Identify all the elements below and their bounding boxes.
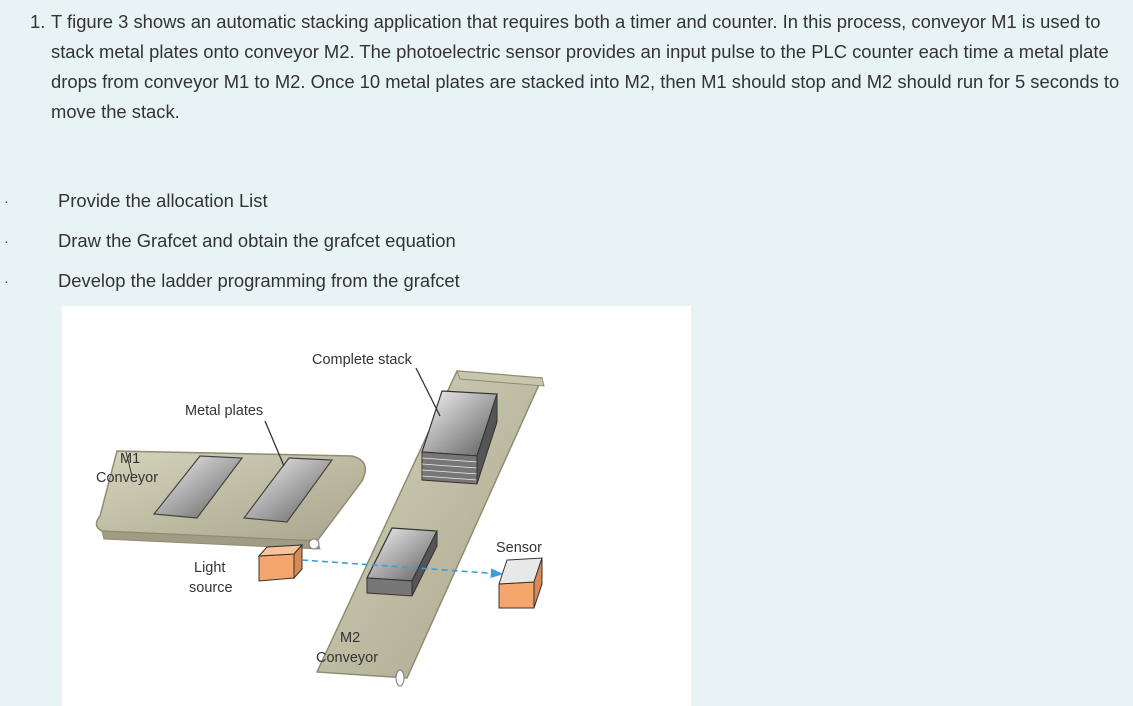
stacking-figure: Complete stack Metal plates M1 Conveyor … bbox=[62, 306, 691, 706]
label-m1: M1 bbox=[120, 451, 140, 467]
metal-plate bbox=[242, 457, 334, 523]
question-number: 1. bbox=[30, 11, 46, 32]
bullet: · bbox=[4, 193, 9, 209]
label-conveyor-m2: Conveyor bbox=[316, 650, 378, 666]
task-item: · Provide the allocation List bbox=[0, 186, 700, 226]
task-item: · Draw the Grafcet and obtain the grafce… bbox=[0, 226, 700, 266]
stacking-diagram: Complete stack Metal plates M1 Conveyor … bbox=[95, 352, 545, 687]
label-light: Light bbox=[194, 560, 225, 576]
light-beam bbox=[301, 559, 504, 579]
label-conveyor-m1: Conveyor bbox=[96, 470, 158, 486]
task-label: Provide the allocation List bbox=[58, 190, 268, 211]
question-text: T figure 3 shows an automatic stacking a… bbox=[30, 7, 1125, 127]
leader-line bbox=[415, 367, 441, 417]
metal-plate bbox=[152, 455, 244, 519]
label-source: source bbox=[189, 580, 233, 596]
task-label: Develop the ladder programming from the … bbox=[58, 270, 460, 291]
task-label: Draw the Grafcet and obtain the grafcet … bbox=[58, 230, 456, 251]
question-body: T figure 3 shows an automatic stacking a… bbox=[51, 11, 1120, 122]
question: 1. T figure 3 shows an automatic stackin… bbox=[30, 7, 1125, 127]
task-list: · Provide the allocation List · Draw the… bbox=[0, 186, 700, 306]
label-metal-plates: Metal plates bbox=[185, 403, 263, 419]
light-source-box bbox=[257, 543, 304, 582]
complete-stack bbox=[421, 390, 498, 485]
label-sensor: Sensor bbox=[496, 540, 542, 556]
bullet: · bbox=[4, 273, 9, 289]
label-m2: M2 bbox=[340, 630, 360, 646]
partial-stack bbox=[366, 527, 438, 597]
sensor-box bbox=[498, 557, 543, 609]
leader-line bbox=[125, 451, 133, 477]
label-complete-stack: Complete stack bbox=[312, 352, 413, 368]
leader-line bbox=[264, 420, 285, 467]
task-item: · Develop the ladder programming from th… bbox=[0, 266, 700, 306]
bullet: · bbox=[4, 233, 9, 249]
